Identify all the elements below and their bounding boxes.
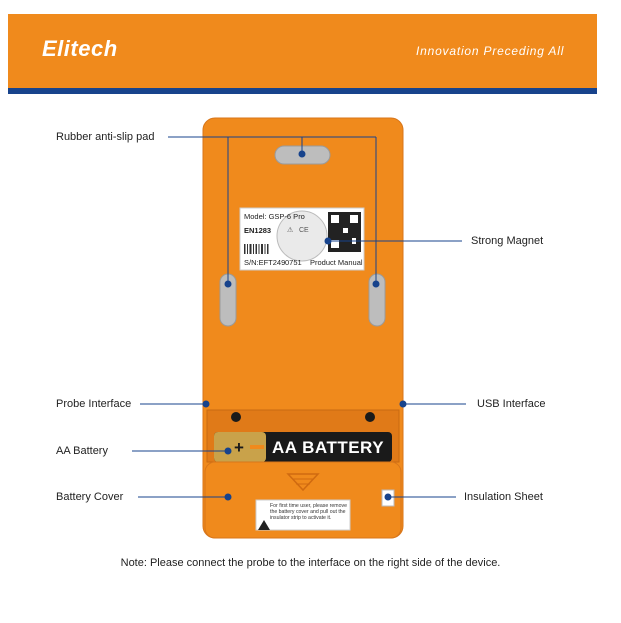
battery-plus-sign: + — [234, 438, 245, 457]
rubber-pad-right — [368, 273, 386, 327]
barcode-icon — [244, 244, 269, 254]
label-rubber-pad: Rubber anti-slip pad — [56, 131, 155, 143]
label-strong-magnet: Strong Magnet — [471, 235, 544, 247]
magnet-highlight — [276, 210, 328, 262]
brand-tagline: Innovation Preceding All — [416, 44, 565, 58]
battery-label: AA BATTERY — [272, 438, 385, 457]
sticker-standard: EN1283 — [244, 226, 272, 235]
ce-mark-icon: CE — [299, 227, 309, 234]
sticker-model: Model: GSP-6 Pro — [244, 212, 305, 221]
warning-icon — [258, 520, 270, 530]
warning-sticker — [255, 499, 351, 531]
qr-code-icon — [328, 212, 361, 252]
header-banner — [8, 14, 597, 88]
recycle-mark: ⚠ — [287, 226, 293, 234]
label-probe-interface: Probe Interface — [56, 398, 132, 410]
brand-logo: Elitech — [42, 36, 118, 61]
label-usb-interface: USB Interface — [477, 398, 546, 410]
label-aa-battery: AA Battery — [56, 445, 108, 457]
label-insulation-sheet: Insulation Sheet — [464, 491, 543, 503]
warning-text: For first time user, please remove the b… — [270, 503, 347, 522]
sticker-serial-suffix: 0751 — [285, 258, 302, 267]
sticker-serial: S/N:EFT249 — [244, 258, 286, 267]
sticker-manual: Product Manual — [310, 258, 363, 267]
cover-grip-icon — [286, 473, 320, 492]
footer-note: Note: Please connect the probe to the in… — [120, 557, 501, 569]
header-accent-bar — [8, 88, 597, 94]
label-battery-cover: Battery Cover — [56, 491, 124, 503]
